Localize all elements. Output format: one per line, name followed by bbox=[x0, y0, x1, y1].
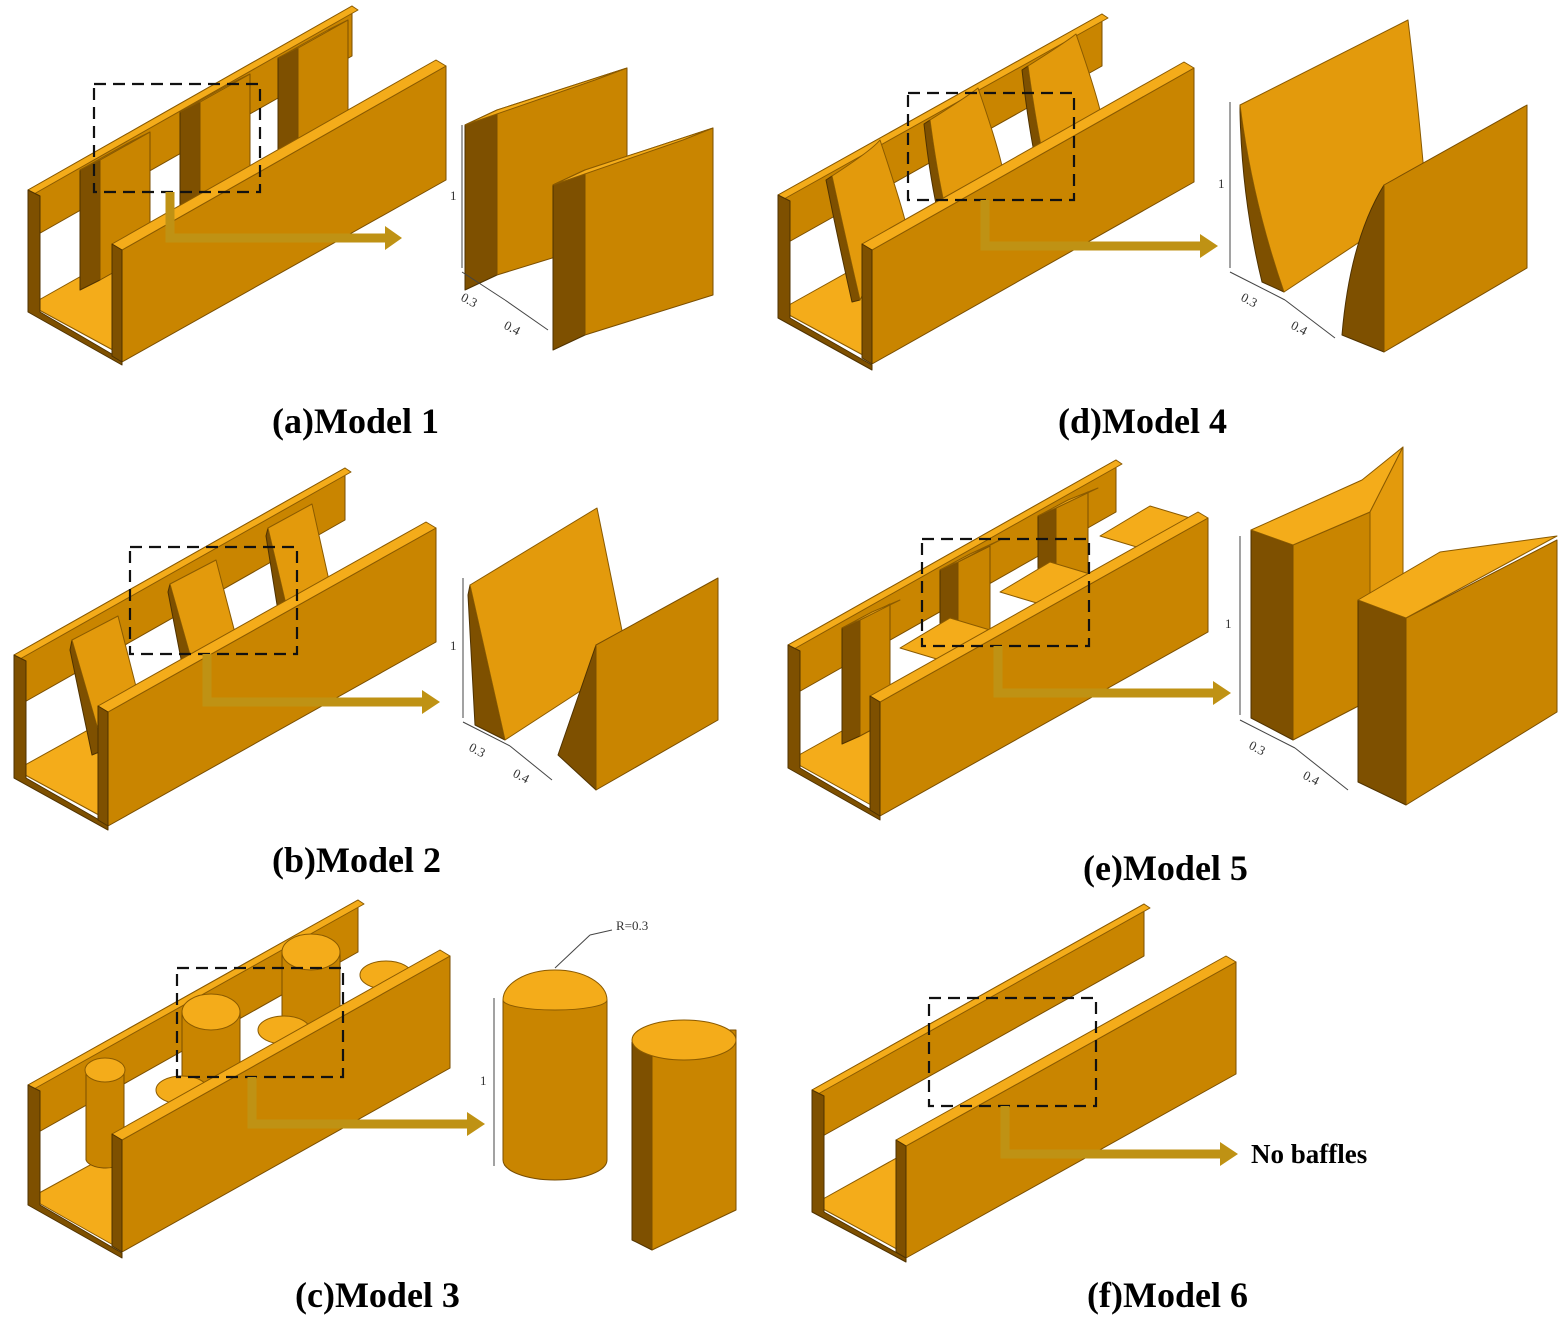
caption-f: (f)Model 6 bbox=[1087, 1275, 1248, 1315]
caption-d: (d)Model 4 bbox=[1058, 401, 1227, 441]
zoom-box-c bbox=[175, 966, 345, 1079]
panel-c-model-3: R=0.3 1 (c)Model 3 bbox=[27, 899, 737, 1315]
panel-d-model-4: 1 0.3 0.4 (d)Model 4 bbox=[777, 13, 1528, 441]
dim-label: 1 bbox=[450, 188, 457, 203]
dim-label: 0.4 bbox=[502, 317, 524, 338]
dim-label: 0.3 bbox=[459, 289, 480, 310]
zoom-arrow-f bbox=[1000, 1106, 1238, 1166]
detail-d: 1 0.3 0.4 bbox=[1218, 19, 1528, 353]
channel-b bbox=[13, 467, 437, 831]
dim-label: 0.3 bbox=[467, 739, 488, 760]
caption-c: (c)Model 3 bbox=[295, 1275, 460, 1315]
channel-d bbox=[777, 13, 1195, 371]
detail-c: R=0.3 1 bbox=[480, 918, 737, 1251]
dim-label: 0.3 bbox=[1239, 289, 1260, 310]
channel-a bbox=[27, 5, 447, 366]
dim-label: 1 bbox=[450, 638, 457, 653]
zoom-box-b bbox=[128, 545, 299, 656]
dim-label: 1 bbox=[480, 1073, 487, 1088]
panel-b-model-2: 1 0.3 0.4 (b)Model 2 bbox=[13, 467, 719, 880]
dim-label: 1 bbox=[1225, 616, 1232, 631]
no-baffles-label: No baffles bbox=[1251, 1139, 1367, 1169]
channel-e bbox=[787, 459, 1209, 821]
dim-label: R=0.3 bbox=[616, 918, 648, 933]
panel-e-model-5: 1 0.3 0.4 (e)Model 5 bbox=[787, 446, 1558, 888]
zoom-arrow-c bbox=[247, 1077, 485, 1136]
zoom-box-d bbox=[906, 91, 1076, 202]
zoom-box-f bbox=[927, 996, 1098, 1108]
channel-f bbox=[811, 903, 1237, 1263]
channel-c bbox=[27, 899, 451, 1259]
panel-f-model-6: No baffles (f)Model 6 bbox=[811, 903, 1367, 1315]
detail-b: 1 0.3 0.4 bbox=[450, 507, 719, 791]
caption-e: (e)Model 5 bbox=[1083, 848, 1248, 888]
zoom-arrow-b bbox=[202, 654, 440, 714]
dim-label: 0.4 bbox=[1301, 767, 1323, 788]
dim-label: 0.3 bbox=[1247, 737, 1268, 758]
zoom-arrow-d bbox=[980, 200, 1218, 258]
dim-label: 0.4 bbox=[511, 765, 533, 786]
dim-label: 1 bbox=[1218, 176, 1225, 191]
zoom-box-e bbox=[920, 537, 1091, 648]
zoom-box-a bbox=[92, 82, 262, 194]
caption-b: (b)Model 2 bbox=[272, 840, 441, 880]
caption-a: (a)Model 1 bbox=[272, 401, 439, 441]
panel-a-model-1: 1 0.3 0.4 (a)Model 1 bbox=[27, 5, 714, 441]
zoom-arrow-a bbox=[165, 192, 402, 250]
detail-e: 1 0.3 0.4 bbox=[1225, 446, 1558, 806]
dim-label: 0.4 bbox=[1289, 317, 1311, 338]
detail-a: 1 0.3 0.4 bbox=[450, 67, 714, 351]
zoom-arrow-e bbox=[993, 646, 1231, 705]
